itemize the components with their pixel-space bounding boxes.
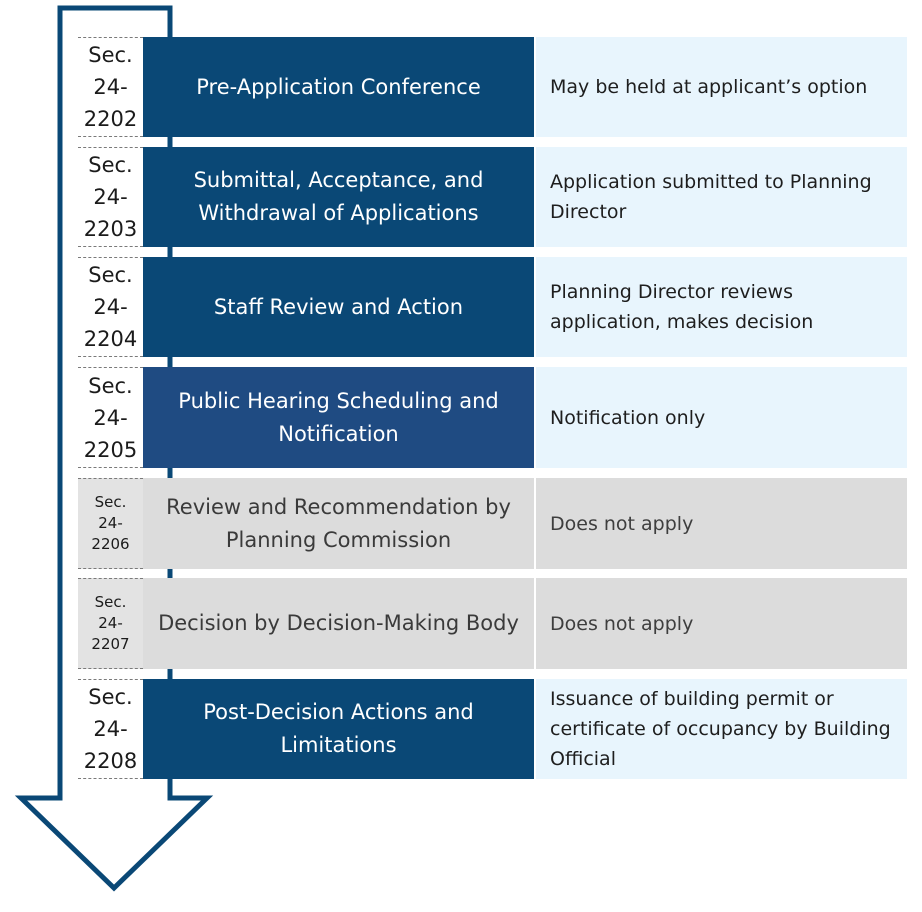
section-number: Sec.24-2202: [78, 37, 143, 137]
step-row-2203: Sec.24-2203 Submittal, Acceptance, and W…: [78, 147, 907, 247]
step-title: Staff Review and Action: [143, 257, 534, 357]
step-title: Public Hearing Scheduling and Notificati…: [143, 367, 534, 468]
step-title: Submittal, Acceptance, and Withdrawal of…: [143, 147, 534, 247]
section-number: Sec.24-2206: [78, 478, 143, 569]
step-row-2207: Sec.24-2207 Decision by Decision-Making …: [78, 578, 907, 669]
step-note: Notification only: [536, 367, 907, 468]
section-number: Sec.24-2203: [78, 147, 143, 247]
step-note: May be held at applicant’s option: [536, 37, 907, 137]
step-note: Planning Director reviews application, m…: [536, 257, 907, 357]
step-title: Post-Decision Actions and Limitations: [143, 679, 534, 779]
step-title: Review and Recommendation by Planning Co…: [143, 478, 534, 569]
section-number: Sec.24-2204: [78, 257, 143, 357]
section-number: Sec.24-2208: [78, 679, 143, 779]
step-note: Does not apply: [536, 478, 907, 569]
step-row-2204: Sec.24-2204 Staff Review and Action Plan…: [78, 257, 907, 357]
section-number: Sec.24-2205: [78, 367, 143, 468]
step-note: Application submitted to Planning Direct…: [536, 147, 907, 247]
step-title: Pre-Application Conference: [143, 37, 534, 137]
step-note: Does not apply: [536, 578, 907, 669]
section-number: Sec.24-2207: [78, 578, 143, 669]
step-row-2202: Sec.24-2202 Pre-Application Conference M…: [78, 37, 907, 137]
step-row-2206: Sec.24-2206 Review and Recommendation by…: [78, 478, 907, 569]
step-row-2205: Sec.24-2205 Public Hearing Scheduling an…: [78, 367, 907, 468]
step-title: Decision by Decision-Making Body: [143, 578, 534, 669]
step-note: Issuance of building permit or certifica…: [536, 679, 907, 779]
step-row-2208: Sec.24-2208 Post-Decision Actions and Li…: [78, 679, 907, 779]
